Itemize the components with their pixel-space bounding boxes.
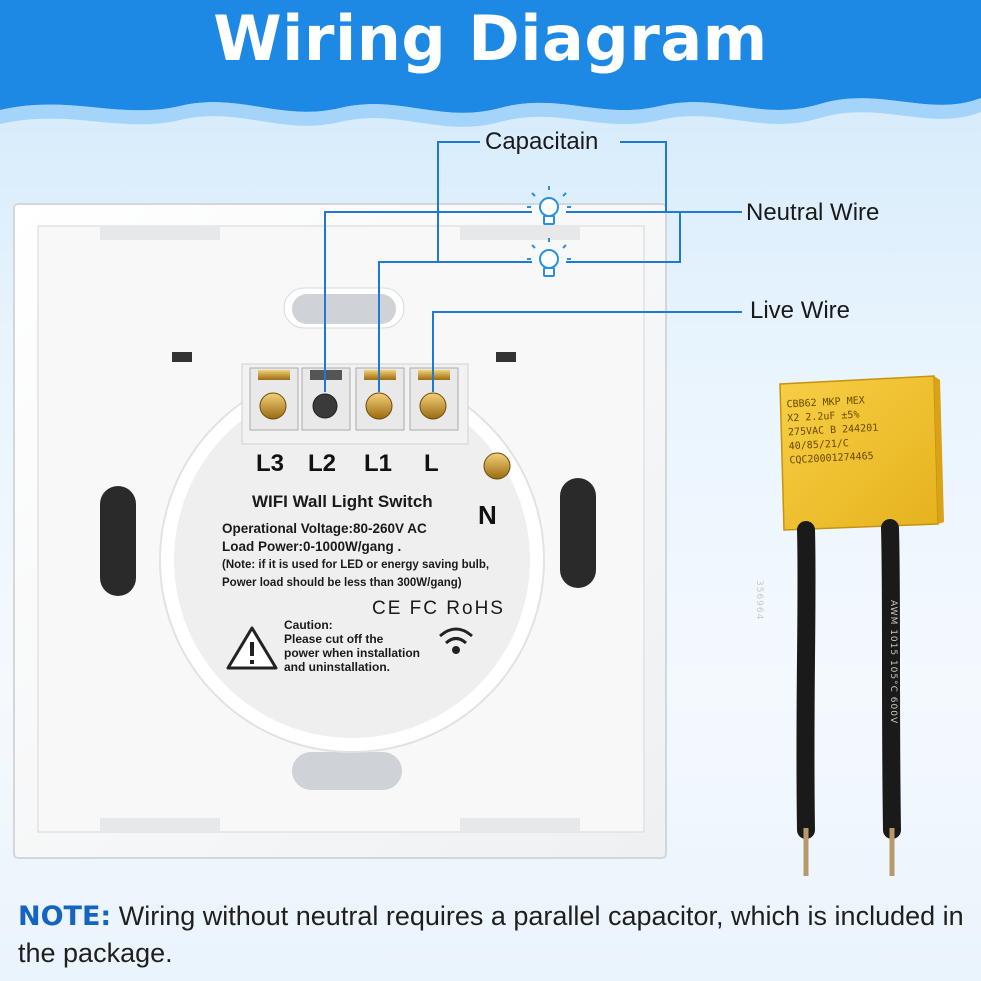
spec-voltage: Operational Voltage:80-260V AC — [222, 521, 427, 536]
switch-title: WIFI Wall Light Switch — [252, 492, 433, 511]
caution-text: Caution: Please cut off the power when i… — [284, 618, 420, 674]
neutral-wire-label: Neutral Wire — [746, 199, 880, 226]
spec-note-2: Power load should be less than 300W/gang… — [222, 577, 462, 589]
switch-specs: Operational Voltage:80-260V AC Load Powe… — [222, 520, 489, 592]
terminal-label: L2 — [308, 450, 337, 477]
connection-lines — [324, 141, 742, 392]
caution-line: and uninstallation. — [284, 660, 391, 674]
capacitor-label: Capacitain — [485, 128, 599, 155]
warning-icon — [226, 626, 278, 670]
wifi-icon — [439, 627, 473, 654]
spec-note-1: (Note: if it is used for LED or energy s… — [222, 559, 490, 571]
capacitor-markings: CBB62 MKP MEX X2 2.2uF ±5% 275VAC B 2442… — [786, 394, 880, 469]
terminal-label: L1 — [364, 450, 393, 477]
page-title: Wiring Diagram — [213, 2, 768, 75]
note-key: NOTE: — [18, 901, 112, 932]
spec-load: Load Power:0-1000W/gang . — [222, 539, 402, 554]
caution-line: power when installation — [284, 646, 421, 660]
terminal-label: L3 — [256, 450, 285, 477]
terminal-label: L — [424, 450, 439, 477]
bulb-icon — [527, 238, 571, 277]
capacitor — [779, 375, 944, 876]
live-wire-label: Live Wire — [750, 297, 851, 324]
caution-title: Caution: — [284, 618, 333, 632]
header-banner: Wiring Diagram — [0, 0, 981, 140]
note-text: Wiring without neutral requires a parall… — [18, 901, 964, 968]
caution-line: Please cut off the — [284, 632, 384, 646]
wire-marking-right: AWM 1015 105°C 600V — [888, 600, 898, 725]
footer-note: NOTE: Wiring without neutral requires a … — [18, 898, 968, 972]
terminal-block — [249, 367, 511, 480]
neutral-terminal-label: N — [478, 500, 497, 530]
wire-marking-left: 356964 — [754, 580, 764, 621]
wave-banner — [0, 0, 981, 127]
bulb-icon — [527, 186, 571, 225]
certification-marks: CE FC RoHS — [372, 598, 505, 619]
